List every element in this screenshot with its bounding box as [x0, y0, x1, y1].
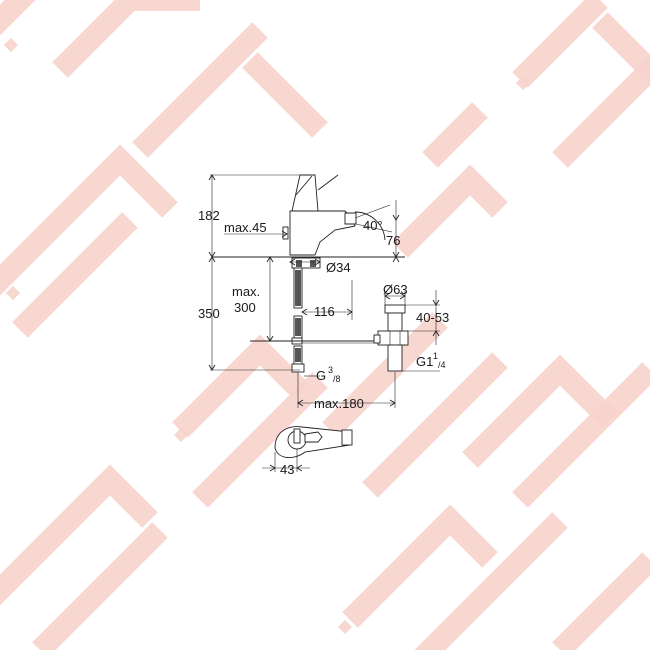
label-g-right-sub: /4	[438, 360, 446, 370]
angle-ray-lower	[355, 223, 393, 233]
label-max: max.	[232, 284, 260, 299]
handle-knob	[304, 431, 323, 443]
label-max-180: max.180	[314, 396, 364, 411]
label-76: 76	[386, 233, 400, 248]
waste-tailpiece	[387, 344, 403, 372]
label-g-left-sup: 3	[328, 365, 333, 375]
waste-body	[387, 312, 403, 332]
label-g-left-prefix: G	[316, 368, 326, 383]
label-angle-40: 40°	[363, 218, 383, 233]
handle-grip	[293, 428, 301, 444]
label-40-53: 40-53	[416, 310, 449, 325]
supply-connector	[291, 363, 305, 373]
label-g-right-prefix: G1	[416, 354, 433, 369]
label-182: 182	[198, 208, 220, 223]
angle-ray-upper	[354, 204, 391, 219]
label-350: 350	[198, 306, 220, 321]
label-300: 300	[234, 300, 256, 315]
faucet-elevation	[212, 174, 405, 258]
dimension-lines	[208, 174, 440, 408]
waste-lever-socket	[373, 334, 381, 344]
spout-end-top	[341, 429, 353, 446]
waste-tee	[377, 330, 409, 346]
waste-flange	[384, 304, 406, 314]
label-diameter-34: Ø34	[326, 260, 351, 275]
handle-lever-highlight	[295, 175, 313, 196]
label-g-left-sub: /8	[333, 374, 341, 384]
dimension-labels: 182 max.45 40° 76 Ø34 350 max. 300 116 Ø…	[198, 208, 449, 477]
label-g-right-sup: 1	[433, 351, 438, 361]
handle-lever-open	[317, 174, 339, 191]
label-116: 116	[314, 304, 335, 319]
angle-arc	[354, 211, 386, 241]
label-diameter-63: Ø63	[383, 282, 408, 297]
label-43: 43	[280, 462, 294, 477]
label-max-45: max.45	[224, 220, 267, 235]
spout-tip	[344, 212, 357, 225]
handle-lever	[291, 174, 319, 212]
handle-top-view	[262, 426, 353, 472]
